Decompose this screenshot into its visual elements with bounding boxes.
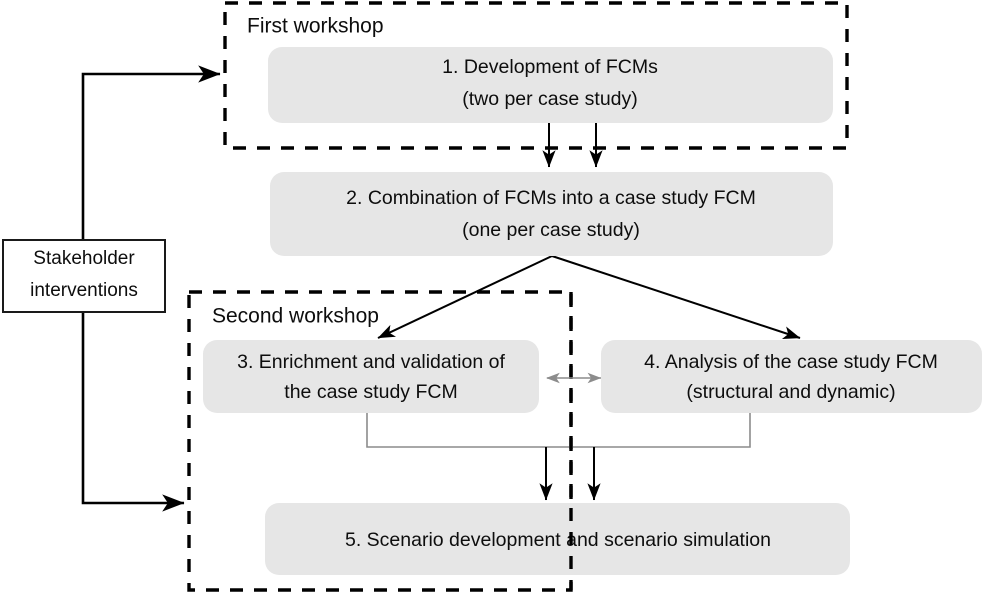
step-2-line-2: (one per case study) [462, 219, 640, 241]
step-3-line-2: the case study FCM [284, 381, 457, 403]
process-box-step-2: 2. Combination of FCMs into a case study… [270, 172, 833, 256]
stakeholder-interventions-box: Stakeholder interventions [2, 239, 166, 313]
stakeholder-line-2: interventions [30, 280, 138, 301]
arrow-step2-to-step3 [377, 255, 553, 339]
step-4-line-1: 4. Analysis of the case study FCM [644, 351, 938, 373]
stakeholder-line-1: Stakeholder [33, 248, 135, 269]
feedback-line-to-second-workshop [81, 312, 185, 512]
step-3-line-1: 3. Enrichment and validation of [237, 351, 505, 373]
group-label-first-workshop: First workshop [247, 15, 384, 38]
process-box-step-1: 1. Development of FCMs (two per case stu… [268, 47, 833, 123]
step-5-line-1: 5. Scenario development and scenario sim… [345, 529, 771, 551]
step-2-line-1: 2. Combination of FCMs into a case study… [346, 187, 756, 209]
feedback-line-to-first-workshop [81, 65, 221, 240]
group-label-second-workshop: Second workshop [212, 305, 379, 328]
arrow-step2-to-step4 [551, 255, 801, 339]
step-1-line-2: (two per case study) [462, 88, 638, 110]
process-box-step-4: 4. Analysis of the case study FCM (struc… [601, 340, 982, 413]
step-1-line-1: 1. Development of FCMs [442, 56, 658, 78]
step-4-line-2: (structural and dynamic) [686, 381, 895, 403]
bracket-step3-step4-join [366, 413, 751, 448]
process-box-step-3: 3. Enrichment and validation of the case… [203, 340, 539, 413]
process-box-step-5: 5. Scenario development and scenario sim… [265, 503, 850, 575]
